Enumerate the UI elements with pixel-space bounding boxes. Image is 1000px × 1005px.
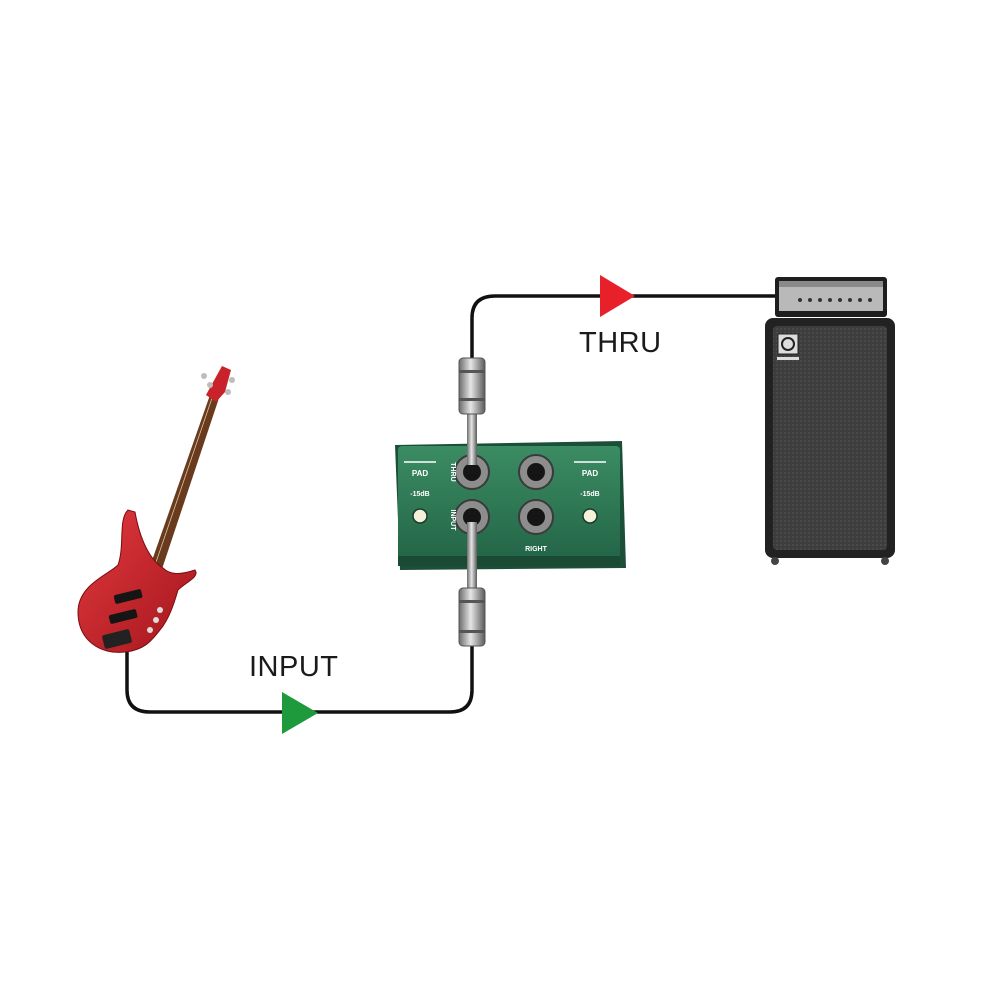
jack-right-label: RIGHT: [525, 546, 548, 553]
di-box-icon: PAD -15dB PAD -15dB THRU INPUT RIGHT: [395, 441, 626, 570]
thru-arrow-icon: [600, 275, 635, 317]
pad-right-value: -15dB: [580, 491, 599, 498]
thru-flow-label: THRU: [579, 327, 662, 359]
jack-aux[interactable]: [518, 454, 554, 490]
pad-left-label: PAD: [412, 469, 429, 478]
pad-right-label: PAD: [582, 469, 599, 478]
jack-right[interactable]: [518, 499, 554, 535]
pad-left-switch[interactable]: [412, 508, 428, 524]
pad-left-value: -15dB: [410, 491, 429, 498]
thru-plug-icon: [458, 357, 486, 465]
jack-thru-label: THRU: [449, 462, 456, 481]
jack-input-label: INPUT: [449, 510, 456, 532]
input-plug-icon: [458, 522, 486, 647]
bass-guitar-icon: [77, 366, 235, 653]
jack-thru[interactable]: [454, 454, 490, 490]
pad-right-switch[interactable]: [582, 508, 598, 524]
input-flow-label: INPUT: [249, 651, 339, 683]
thru-cable: [470, 294, 775, 360]
input-arrow-icon: [282, 692, 318, 734]
bass-amp-stack-icon: [765, 277, 895, 565]
